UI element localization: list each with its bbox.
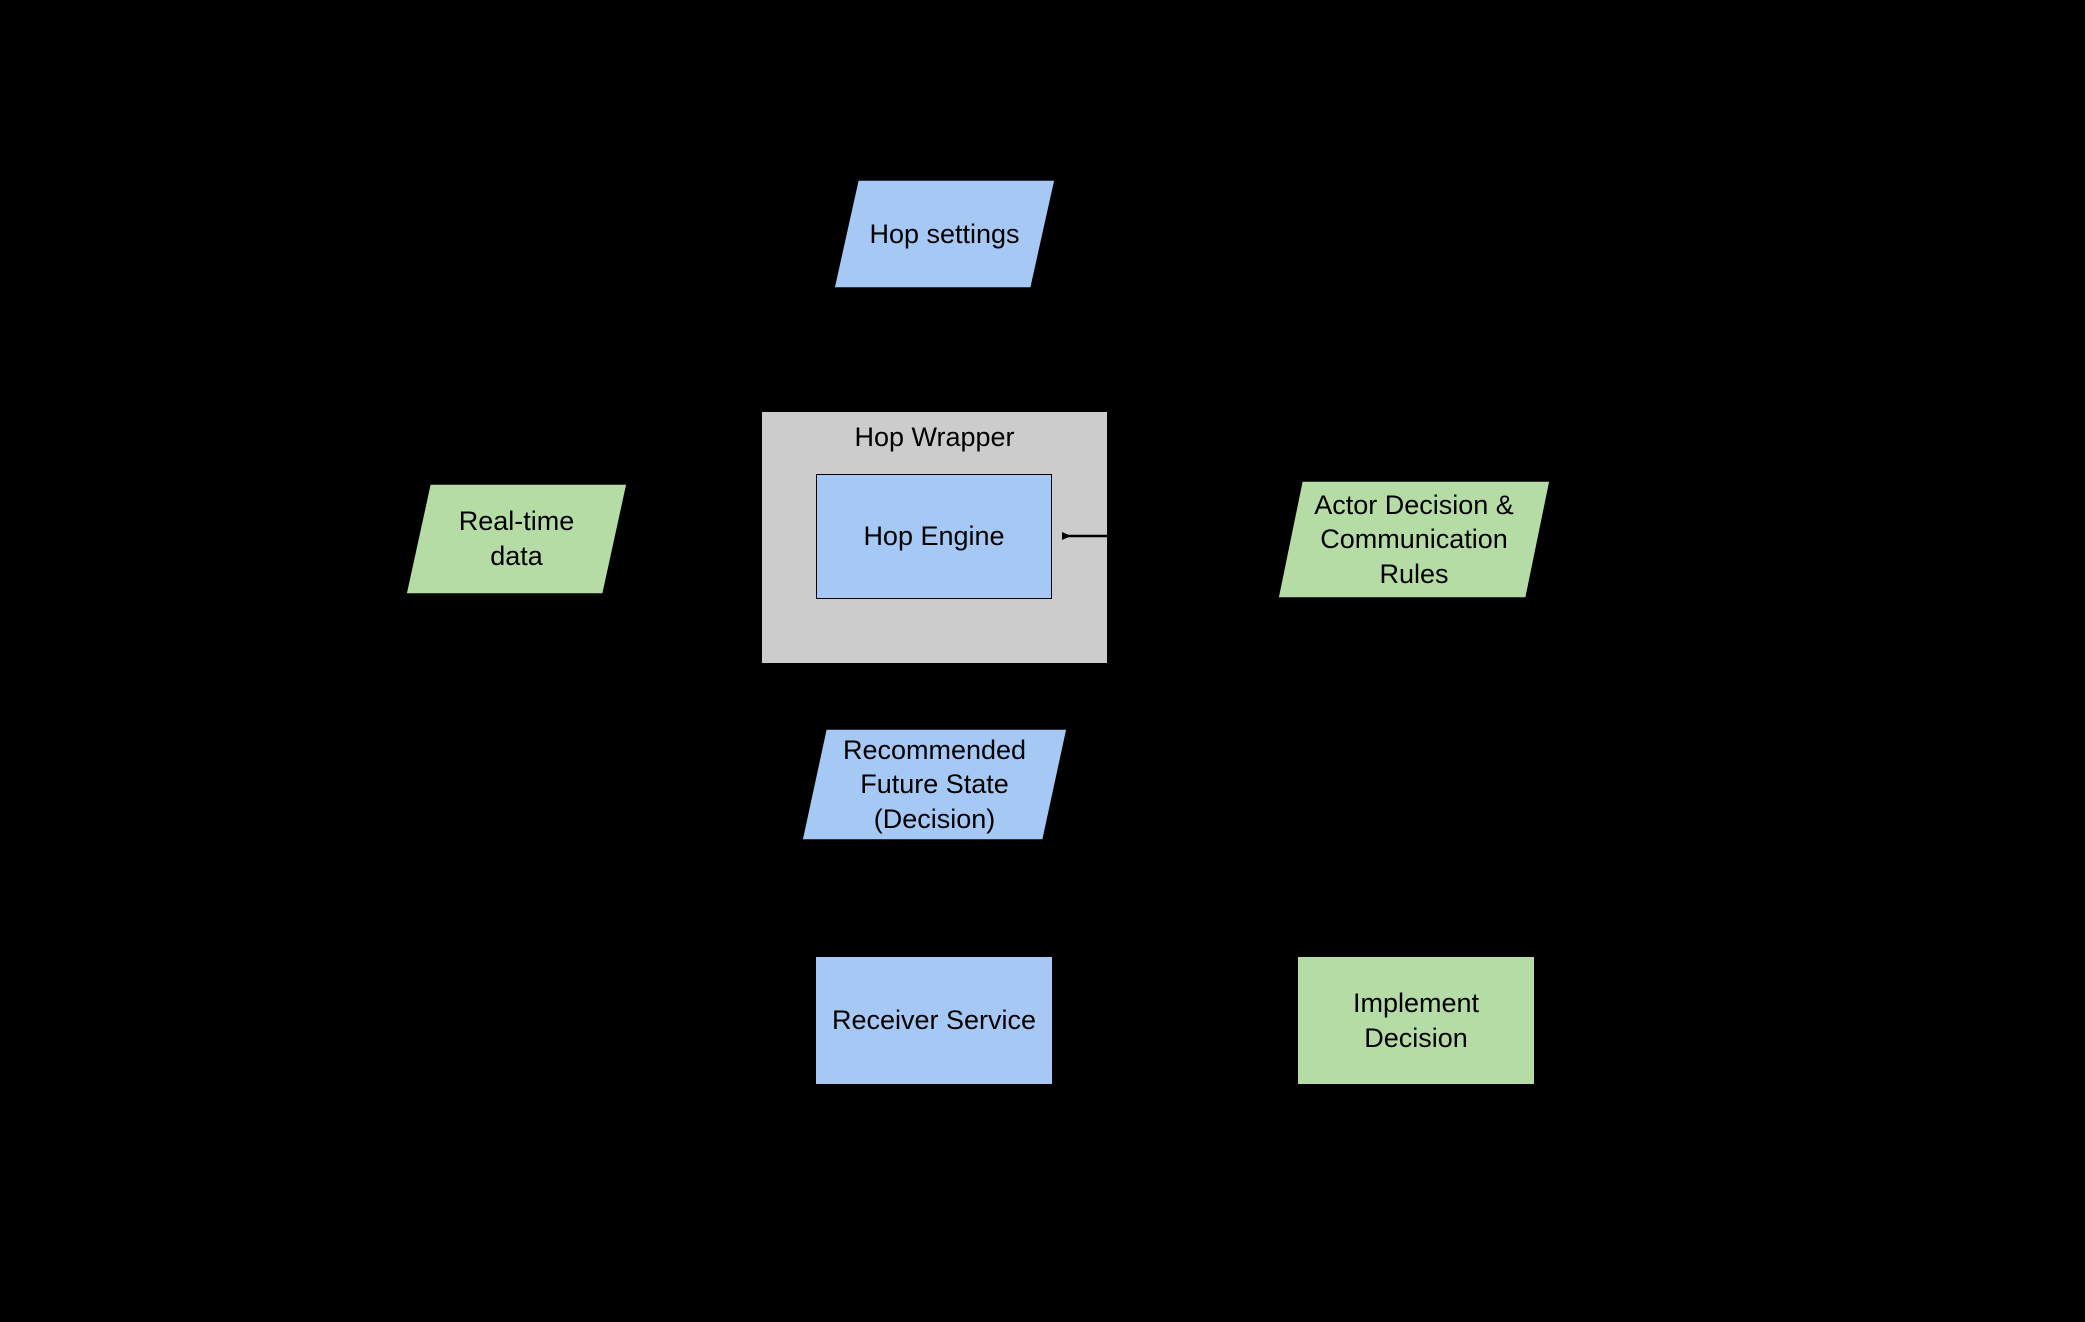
node-hop-engine-label: Hop Engine bbox=[863, 521, 1005, 552]
recommended-future-state-shape bbox=[802, 729, 1067, 840]
actor-rules-shape bbox=[1278, 481, 1550, 598]
node-real-time-data[interactable]: Real-time data bbox=[406, 484, 627, 594]
hop-settings-shape bbox=[834, 180, 1055, 288]
node-receiver-service[interactable]: Receiver Service bbox=[816, 957, 1052, 1084]
node-actor-rules[interactable]: Actor Decision & Communication Rules bbox=[1278, 481, 1550, 598]
node-receiver-service-label: Receiver Service bbox=[831, 1005, 1037, 1036]
real-time-data-shape bbox=[406, 484, 627, 594]
node-implement-decision[interactable]: Implement Decision bbox=[1298, 957, 1534, 1084]
node-recommended-future-state[interactable]: Recommended Future State (Decision) bbox=[802, 729, 1067, 840]
node-hop-wrapper-label: Hop Wrapper bbox=[854, 422, 1015, 452]
node-implement-decision-label: Implement Decision bbox=[1352, 987, 1480, 1053]
node-hop-settings[interactable]: Hop settings bbox=[834, 180, 1055, 288]
node-hop-engine[interactable]: Hop Engine bbox=[816, 474, 1052, 599]
